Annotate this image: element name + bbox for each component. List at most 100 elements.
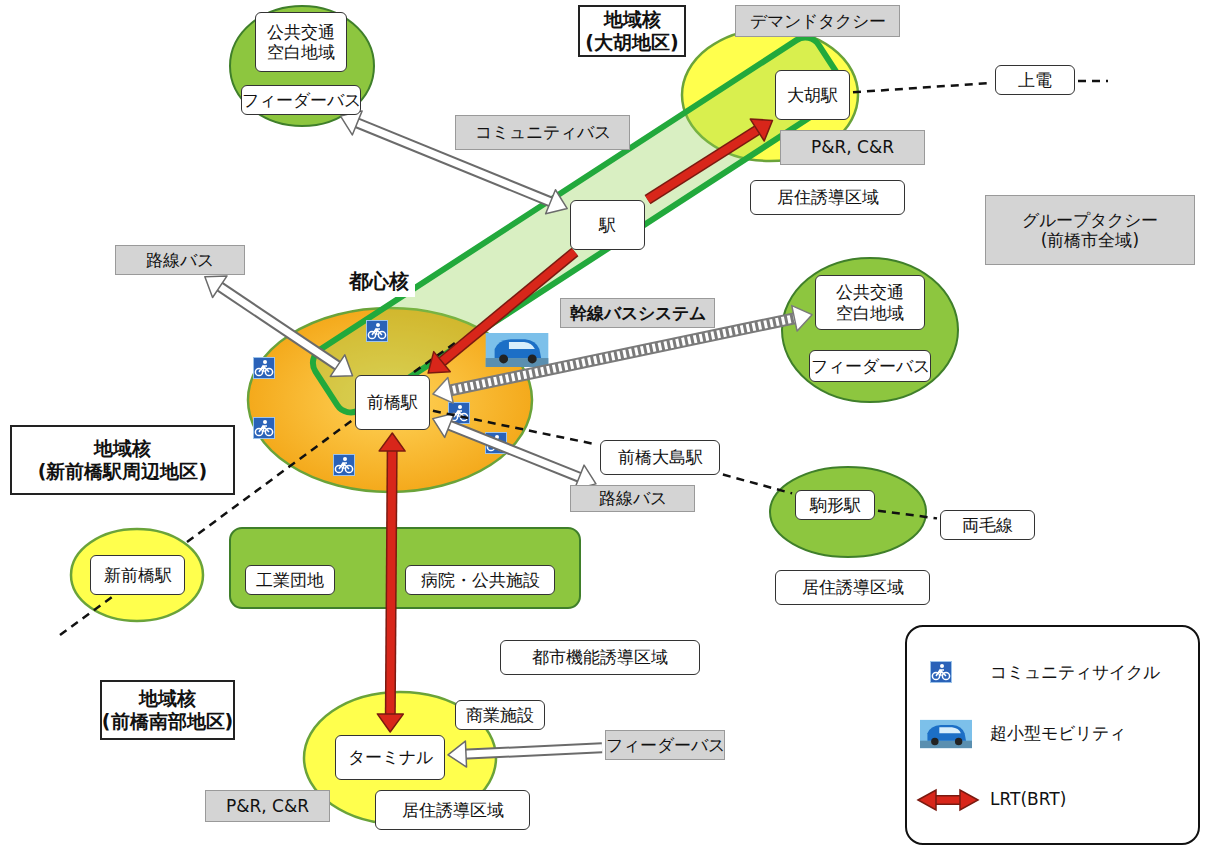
rail-line (433, 411, 597, 445)
arrow-head (330, 355, 352, 377)
bus-outline (217, 285, 341, 368)
lrt-sample (934, 797, 962, 804)
node-text: 公共交通 空白地域 (261, 22, 341, 63)
node-text: ターミナル (348, 747, 433, 767)
node-text: 商業施設 (466, 705, 534, 725)
transit-arrow (377, 433, 405, 732)
node-text: 両毛線 (962, 515, 1013, 535)
node-text: 前橋大島駅 (618, 447, 703, 467)
station-box: 上電 (995, 65, 1075, 95)
rail-line (853, 83, 992, 92)
rail-line (1078, 80, 1108, 83)
core-heading-box: 地域核 (新前橋駅周辺地区) (10, 425, 235, 495)
node-text: コミュニティバス (475, 122, 611, 142)
node-text: 公共交通 空白地域 (821, 282, 919, 323)
node-text: 居住誘導区域 (402, 800, 504, 820)
station-box: 居住誘導区域 (375, 790, 530, 830)
service-box: コミュニティバス (455, 115, 630, 150)
yellow-zone (71, 529, 203, 621)
service-box: 幹線バスシステム (560, 298, 715, 328)
station-box: 大胡駅 (775, 70, 850, 120)
rail-line (878, 511, 937, 519)
transit-arrow (433, 413, 596, 489)
cycle-icon (254, 418, 275, 439)
cycle-icon (367, 321, 388, 342)
node-text: 路線バス (599, 488, 667, 508)
green-band (230, 528, 580, 608)
service-box: P&R, C&R (780, 130, 925, 165)
rail-connector (853, 83, 992, 92)
green-zone (782, 258, 958, 402)
node-text: 上電 (1018, 70, 1052, 90)
cycle-icon (931, 662, 952, 683)
node-text: 居住誘導区域 (777, 187, 879, 207)
station-box: 新前橋駅 (90, 555, 185, 595)
lrt-line (390, 447, 392, 717)
arrow-head (377, 714, 403, 732)
legend-icons (918, 662, 978, 811)
node-text: P&R, C&R (811, 137, 894, 157)
node-text: 駒形駅 (810, 495, 861, 515)
lrt-sample-head (960, 790, 978, 810)
lrt-line (439, 252, 575, 364)
station-box: 居住誘導区域 (775, 570, 930, 605)
transit-arrow (448, 741, 602, 767)
station-box: 駒形駅 (795, 490, 875, 520)
core-label: 都心核 (343, 266, 415, 297)
node-text: 路線バス (146, 250, 214, 270)
corridor-band (307, 31, 849, 418)
station-box: 都市機能誘導区域 (500, 640, 700, 675)
mobility-icon (920, 720, 972, 748)
bus-line (217, 285, 341, 368)
bus-line (462, 748, 602, 754)
node-text: 地域核 (前橋南部地区) (102, 687, 233, 733)
green-zone (770, 467, 926, 557)
station-box: 工業団地 (245, 565, 335, 595)
arrow-head (750, 119, 772, 141)
rail-line (723, 475, 792, 494)
arrow-head (448, 741, 467, 767)
station-box: 公共交通 空白地域 (815, 275, 925, 330)
service-box: 路線バス (115, 245, 245, 275)
node-text: 新前橋駅 (104, 565, 172, 585)
station-box: 公共交通 空白地域 (255, 12, 347, 72)
rail-line (60, 597, 112, 635)
legend-text: コミュニティサイクル (990, 661, 1160, 684)
trunk-outline (447, 318, 798, 391)
node-text: グループタクシー (前橋市全域) (991, 210, 1189, 251)
bus-outline (446, 424, 582, 479)
node-text: 病院・公共施設 (421, 570, 540, 590)
node-text: 前橋駅 (367, 392, 418, 412)
arrow-head (792, 306, 812, 331)
service-box: デマンドタクシー (735, 5, 900, 37)
station-box: 駅 (570, 200, 645, 250)
node-text: 地域核 (大胡地区) (585, 8, 679, 54)
cycle-icon (254, 358, 275, 379)
station-box: フィーダーバス (809, 350, 931, 382)
arrow-head (433, 413, 455, 437)
node-text: 都市機能誘導区域 (532, 647, 668, 667)
transit-arrow (428, 252, 575, 373)
green-zone (230, 6, 374, 126)
node-text: 駅 (599, 215, 616, 235)
station-box: フィーダーバス (241, 85, 361, 115)
node-text: P&R, C&R (226, 796, 309, 816)
arrow-head (379, 433, 405, 451)
node-text: デマンドタクシー (750, 11, 886, 31)
arrow-head (433, 378, 453, 403)
station-box: 両毛線 (940, 510, 1035, 540)
core-heading-box: 地域核 (前橋南部地区) (100, 680, 235, 740)
node-text: フィーダーバス (811, 356, 930, 376)
arrow-head (205, 276, 227, 298)
rail-connector (433, 411, 597, 445)
rail-connector (723, 475, 792, 494)
lrt-sample-head (918, 790, 936, 810)
station-box: ターミナル (335, 735, 445, 780)
station-box: 商業施設 (455, 700, 545, 730)
arrow-head (546, 190, 568, 214)
station-box: 病院・公共施設 (405, 565, 555, 595)
service-box: フィーダーバス (605, 730, 725, 760)
transit-arrow (205, 276, 353, 377)
cycle-icon (334, 455, 355, 476)
